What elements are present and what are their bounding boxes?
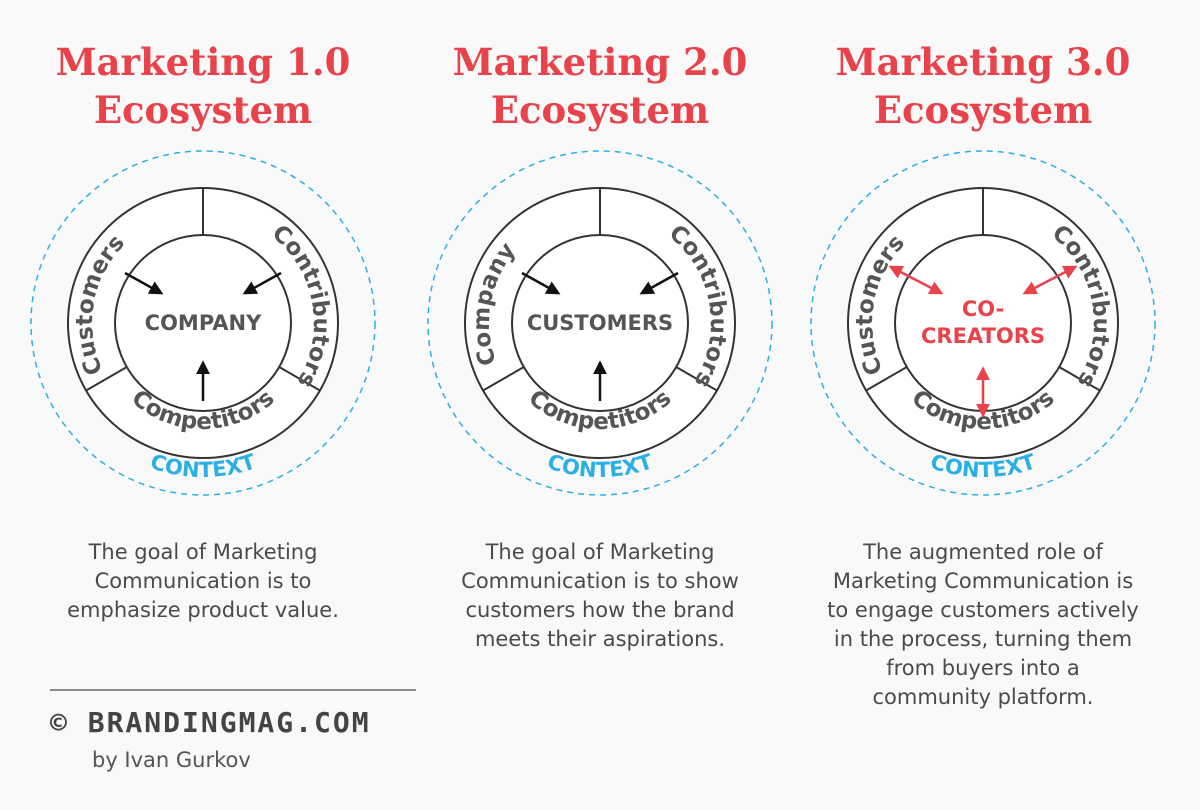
panel-description: The goal of Marketing Communication is t… xyxy=(13,538,393,625)
ring-divider xyxy=(278,366,321,392)
footer-divider xyxy=(50,689,416,691)
desc-line: The augmented role of xyxy=(863,540,1103,564)
flow-arrow xyxy=(242,271,282,295)
title-line-1: Marketing 1.0 xyxy=(55,40,351,84)
flow-arrow xyxy=(888,265,944,295)
center-label-line-1: CO- xyxy=(962,297,1004,321)
context-ring xyxy=(30,150,376,496)
desc-line: Communication is to xyxy=(94,569,312,593)
flow-arrow xyxy=(639,271,679,295)
center-label: CUSTOMERS xyxy=(527,311,673,335)
desc-line: from buyers into a xyxy=(886,656,1080,680)
panel-description: The augmented role of Marketing Communic… xyxy=(793,538,1173,712)
brand-credit: © BRANDINGMAG.COM xyxy=(50,706,371,739)
ring-divider xyxy=(1058,366,1101,392)
desc-line: in the process, turning them xyxy=(833,627,1133,651)
flow-arrow xyxy=(1022,265,1078,295)
ecosystem-diagram: CompanyContributorsCompetitorsCONTEXTCUS… xyxy=(427,150,773,496)
flow-arrow xyxy=(124,271,164,295)
title-line-2: Ecosystem xyxy=(490,88,710,132)
desc-line: The goal of Marketing xyxy=(485,540,715,564)
panel-title: Marketing 2.0 Ecosystem xyxy=(410,38,790,134)
desc-line: emphasize product value. xyxy=(67,598,339,622)
ring-divider xyxy=(865,366,908,392)
desc-line: meets their aspirations. xyxy=(474,627,726,651)
panel-description: The goal of Marketing Communication is t… xyxy=(410,538,790,654)
flow-arrow xyxy=(521,271,561,295)
title-line-2: Ecosystem xyxy=(93,88,313,132)
context-ring xyxy=(810,150,1156,496)
desc-line: customers how the brand xyxy=(465,598,735,622)
ring-divider xyxy=(482,366,525,392)
center-label-line-2: CREATORS xyxy=(921,324,1045,348)
ring-divider xyxy=(85,366,128,392)
desc-line: community platform. xyxy=(872,685,1094,709)
desc-line: Marketing Communication is xyxy=(832,569,1134,593)
desc-line: The goal of Marketing xyxy=(88,540,318,564)
panel-title: Marketing 1.0 Ecosystem xyxy=(13,38,393,134)
title-line-1: Marketing 2.0 xyxy=(452,40,748,84)
ring-divider xyxy=(675,366,718,392)
desc-line: to engage customers actively xyxy=(827,598,1139,622)
context-ring xyxy=(427,150,773,496)
desc-line: Communication is to show xyxy=(461,569,739,593)
title-line-1: Marketing 3.0 xyxy=(835,40,1131,84)
center-label: COMPANY xyxy=(145,311,262,335)
panel-title: Marketing 3.0 Ecosystem xyxy=(793,38,1173,134)
title-line-2: Ecosystem xyxy=(873,88,1093,132)
author-credit: by Ivan Gurkov xyxy=(92,748,251,772)
